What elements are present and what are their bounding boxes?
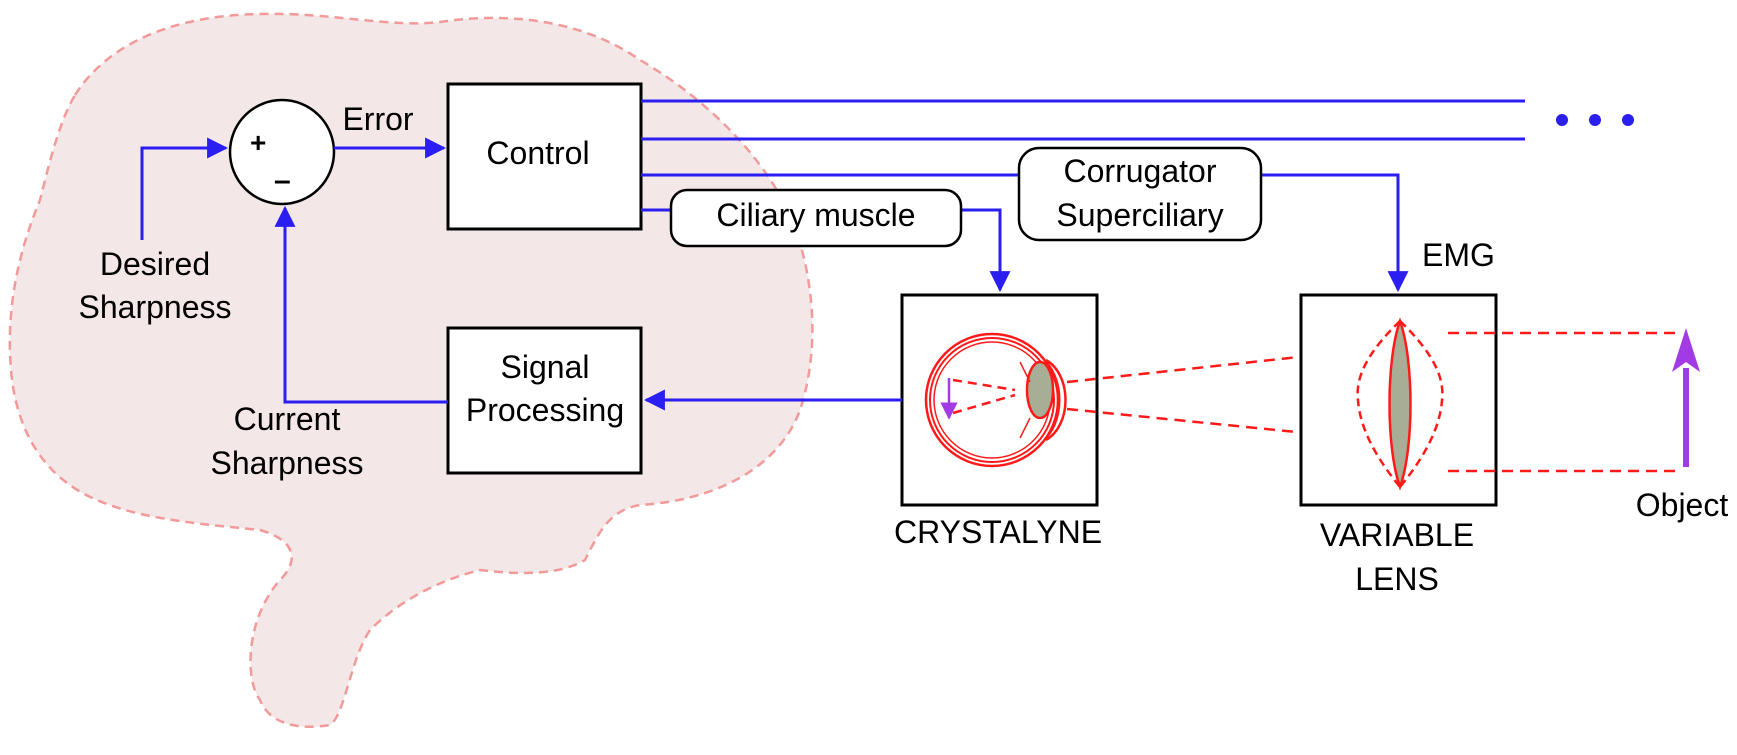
biconvex-lens-icon bbox=[1356, 317, 1444, 491]
current-sharpness-line2: Sharpness bbox=[211, 445, 364, 481]
object-label: Object bbox=[1636, 487, 1729, 523]
corrugator-label-line2: Superciliary bbox=[1056, 197, 1223, 233]
control-block bbox=[446, 82, 643, 231]
signal-processing-label-line2: Processing bbox=[466, 392, 624, 428]
corrugator-box bbox=[1017, 146, 1263, 242]
crystalyne-label: CRYSTALYNE bbox=[894, 514, 1102, 550]
ciliary-muscle-box bbox=[669, 188, 963, 248]
feedback-arrow bbox=[274, 205, 448, 404]
variable-lens-line1: VARIABLE bbox=[1320, 517, 1474, 553]
control-label: Control bbox=[486, 135, 589, 171]
ray-top bbox=[1066, 351, 1337, 384]
signal-processing-label-line1: Signal bbox=[501, 349, 590, 385]
minus-sign: – bbox=[274, 164, 291, 197]
error-label: Error bbox=[342, 101, 413, 137]
emg-label: EMG bbox=[1422, 237, 1495, 273]
desired-sharpness-line1: Desired bbox=[100, 246, 210, 282]
corrugator-path bbox=[641, 173, 1409, 293]
ellipsis-icon bbox=[1556, 114, 1634, 126]
desired-sharpness-arrow bbox=[140, 137, 229, 240]
plus-sign: + bbox=[250, 127, 266, 158]
current-sharpness-line1: Current bbox=[234, 401, 341, 437]
desired-sharpness-line2: Sharpness bbox=[79, 289, 232, 325]
eye-icon bbox=[924, 332, 1067, 468]
corrugator-label-line1: Corrugator bbox=[1064, 153, 1217, 189]
variable-lens-line2: LENS bbox=[1355, 561, 1439, 597]
signal-processing-block bbox=[446, 326, 643, 475]
summing-junction bbox=[228, 98, 336, 206]
ray-bottom bbox=[1066, 407, 1337, 438]
ciliary-muscle-label: Ciliary muscle bbox=[716, 197, 915, 233]
arrow-up-icon bbox=[1672, 328, 1700, 467]
